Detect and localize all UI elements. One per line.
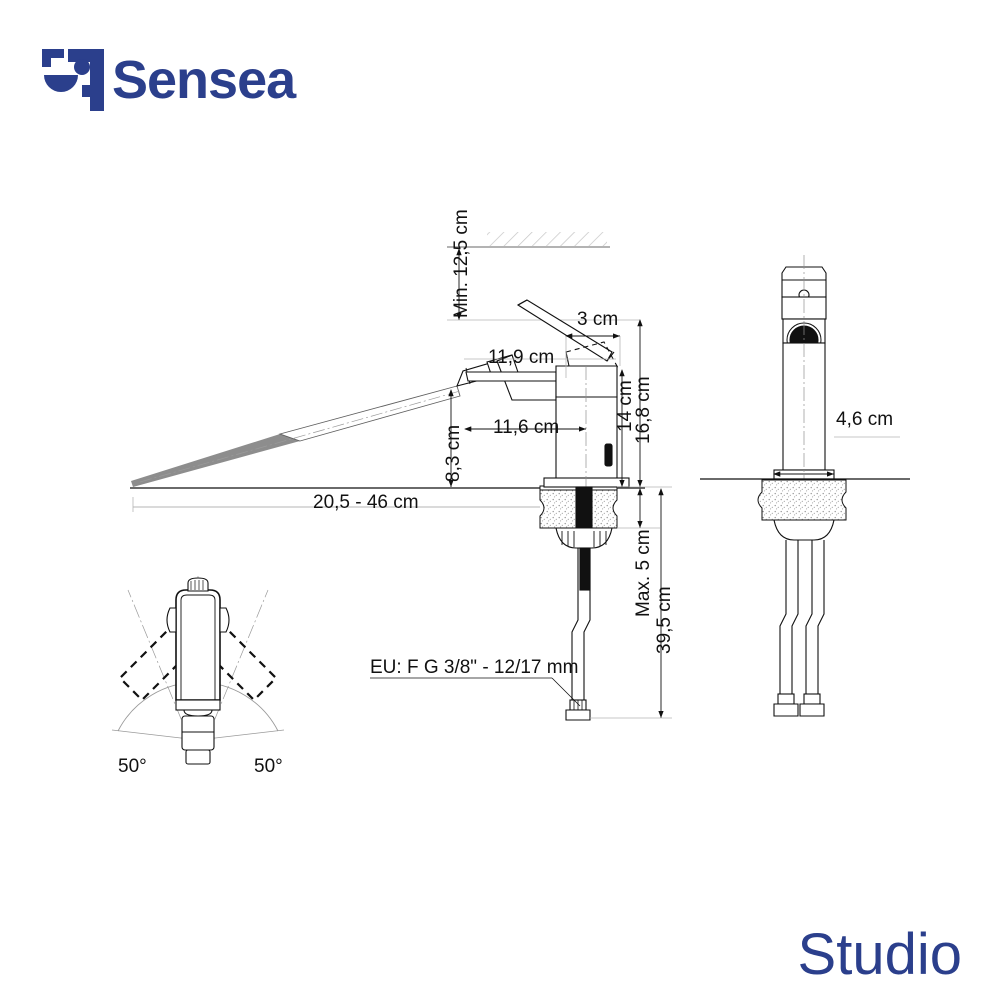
dim-label-deck-thickness: Max. 5 cm	[633, 529, 654, 617]
lever-handle-lowered	[565, 341, 619, 381]
product-name: Studio	[797, 922, 962, 987]
swivel-label-right: 50°	[254, 756, 283, 777]
mounting-hardware	[555, 486, 613, 549]
top-view-swivel	[111, 576, 285, 765]
dim-label-handle-reach: 11,9 cm	[488, 347, 555, 368]
thread-spec-label: EU: F G 3/8" - 12/17 mm	[370, 657, 579, 678]
dim-label-jet-range: 20,5 - 46 cm	[313, 492, 419, 513]
water-jet	[131, 385, 461, 487]
handle-bar	[465, 371, 557, 382]
dim-label-spout-height: 8,3 cm	[443, 424, 464, 482]
dim-label-overall-length: 39,5 cm	[654, 586, 675, 654]
dim-deck-thickness	[617, 488, 660, 529]
swivel-label-left: 50°	[118, 756, 147, 777]
dim-label-total-height: 16,8 cm	[633, 376, 654, 444]
thread-leader-line	[370, 677, 581, 707]
dim-label-spout-reach: 11,6 cm	[493, 417, 560, 438]
dim-overall-length	[590, 488, 672, 719]
supply-hose	[565, 547, 591, 721]
dim-label-min-clearance: Min. 12,5 cm	[451, 209, 472, 318]
dim-jet-range	[132, 497, 540, 512]
dim-label-body-width: 4,6 cm	[836, 409, 894, 430]
dim-label-handle-lift: 3 cm	[577, 309, 619, 330]
faucet-body	[543, 365, 630, 488]
brand-wordmark: Sensea	[112, 50, 296, 110]
sensea-face-logo-icon	[42, 49, 104, 111]
ceiling-hatch	[447, 232, 610, 248]
brand-logo	[38, 45, 338, 115]
dim-total-height	[617, 319, 672, 488]
front-elevation-view	[700, 255, 910, 717]
lever-handle-raised	[516, 299, 615, 362]
dim-handle-lift	[565, 333, 621, 378]
